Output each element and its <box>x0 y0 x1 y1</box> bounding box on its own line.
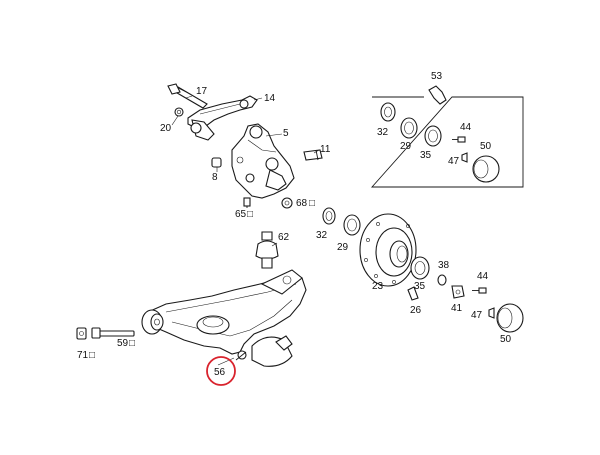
note-marker-59: □ <box>129 338 135 349</box>
label-29-hub: 29 <box>337 242 349 253</box>
label-50-hub: 50 <box>500 334 512 345</box>
steering-knuckle <box>231 123 295 199</box>
label-71: 71 <box>77 350 89 361</box>
washer-38 <box>437 274 447 286</box>
note-marker-65: □ <box>247 209 253 220</box>
bearing-35-hub <box>410 256 430 280</box>
ball-joint-62 <box>255 231 279 269</box>
part-8 <box>211 157 222 168</box>
note-marker-71: □ <box>89 350 95 361</box>
lower-control-arm <box>147 269 307 355</box>
label-14: 14 <box>264 93 276 104</box>
grease-cap-50 <box>496 303 524 333</box>
label-41: 41 <box>451 303 463 314</box>
label-56: 56 <box>214 367 226 378</box>
upper-control-arm <box>187 95 258 141</box>
label-62: 62 <box>278 232 290 243</box>
label-29-kit: 29 <box>400 141 412 152</box>
seal-32-hub <box>322 207 336 225</box>
clip-47 <box>488 307 495 319</box>
label-23: 23 <box>372 281 384 292</box>
label-50-kit: 50 <box>480 141 492 152</box>
bolt-65 <box>243 197 251 208</box>
label-17: 17 <box>196 86 208 97</box>
bearing-29-hub <box>343 214 361 236</box>
callout-labels: 17 14 20 5 8 11 68 65 62 53 32 29 35 44 … <box>77 71 512 361</box>
nut-68 <box>281 197 293 209</box>
label-68: 68 <box>296 198 308 209</box>
note-marker-68: □ <box>309 198 315 209</box>
label-53: 53 <box>431 71 443 82</box>
label-5: 5 <box>283 128 289 139</box>
bolt-17 <box>167 83 208 109</box>
bushing-front <box>141 309 164 335</box>
label-35-hub: 35 <box>414 281 426 292</box>
screw-44 <box>472 287 487 294</box>
note-markers: □ □ □ □ <box>89 198 315 361</box>
ball-joint-56 <box>235 335 293 367</box>
label-38: 38 <box>438 260 450 271</box>
nut-41 <box>451 285 465 299</box>
label-65: 65 <box>235 209 247 220</box>
label-32-kit: 32 <box>377 127 389 138</box>
label-59: 59 <box>117 338 129 349</box>
label-47-kit: 47 <box>448 156 460 167</box>
highlight-56: 56 <box>206 356 236 386</box>
label-20: 20 <box>160 123 172 134</box>
kit-53-box <box>370 85 524 188</box>
label-44-hub: 44 <box>477 271 489 282</box>
bolt-59 <box>91 327 135 339</box>
leader-lines <box>171 95 320 366</box>
nut-71 <box>76 327 87 340</box>
label-35-kit: 35 <box>420 150 432 161</box>
nut-20 <box>174 107 184 117</box>
stud-26 <box>407 286 419 301</box>
label-32-hub: 32 <box>316 230 328 241</box>
label-11: 11 <box>320 144 331 155</box>
label-44-kit: 44 <box>460 122 472 133</box>
wheel-hub-23 <box>359 213 417 287</box>
label-26: 26 <box>410 305 422 316</box>
label-8: 8 <box>212 172 218 183</box>
label-47-hub: 47 <box>471 310 483 321</box>
